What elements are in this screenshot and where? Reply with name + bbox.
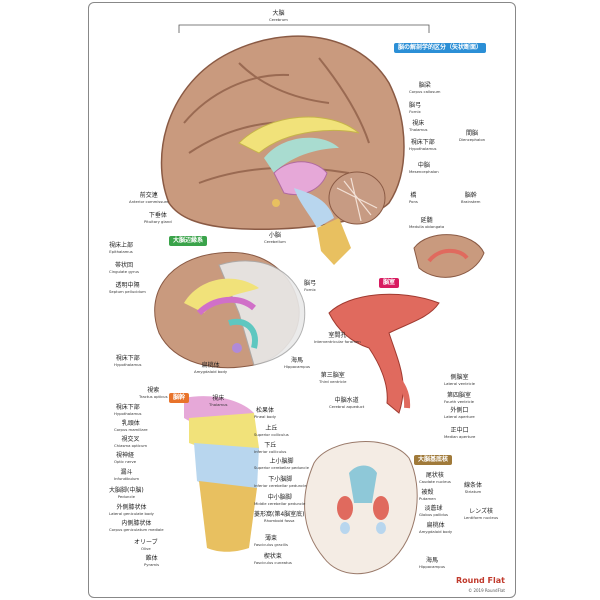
section-ventricle-badge: 脳室 [379,278,400,288]
section-limbic-badge: 大脳辺縁系 [169,236,208,246]
title-badge: 脳の解剖学的区分（矢状断面） [394,43,487,53]
brainstem-shape [184,396,259,552]
section-brainstem-badge: 脳幹 [169,393,190,403]
sagittal-brain [160,35,405,265]
coronal-section [304,441,418,575]
limbic-brain [154,251,306,369]
copyright: © 2019 RoundFlat [468,588,505,593]
illustration-layer [154,24,485,575]
ventricle-shape [328,234,485,414]
section-basal-badge: 大脳基底核 [414,455,453,465]
label-peduncle: 大脳脚(中脳)Peduncle [109,487,144,499]
brand-logo: Round Flat [456,576,505,585]
label-rhomboid: 菱形窩(第4脳室底)Rhomboid fossa [254,511,305,523]
